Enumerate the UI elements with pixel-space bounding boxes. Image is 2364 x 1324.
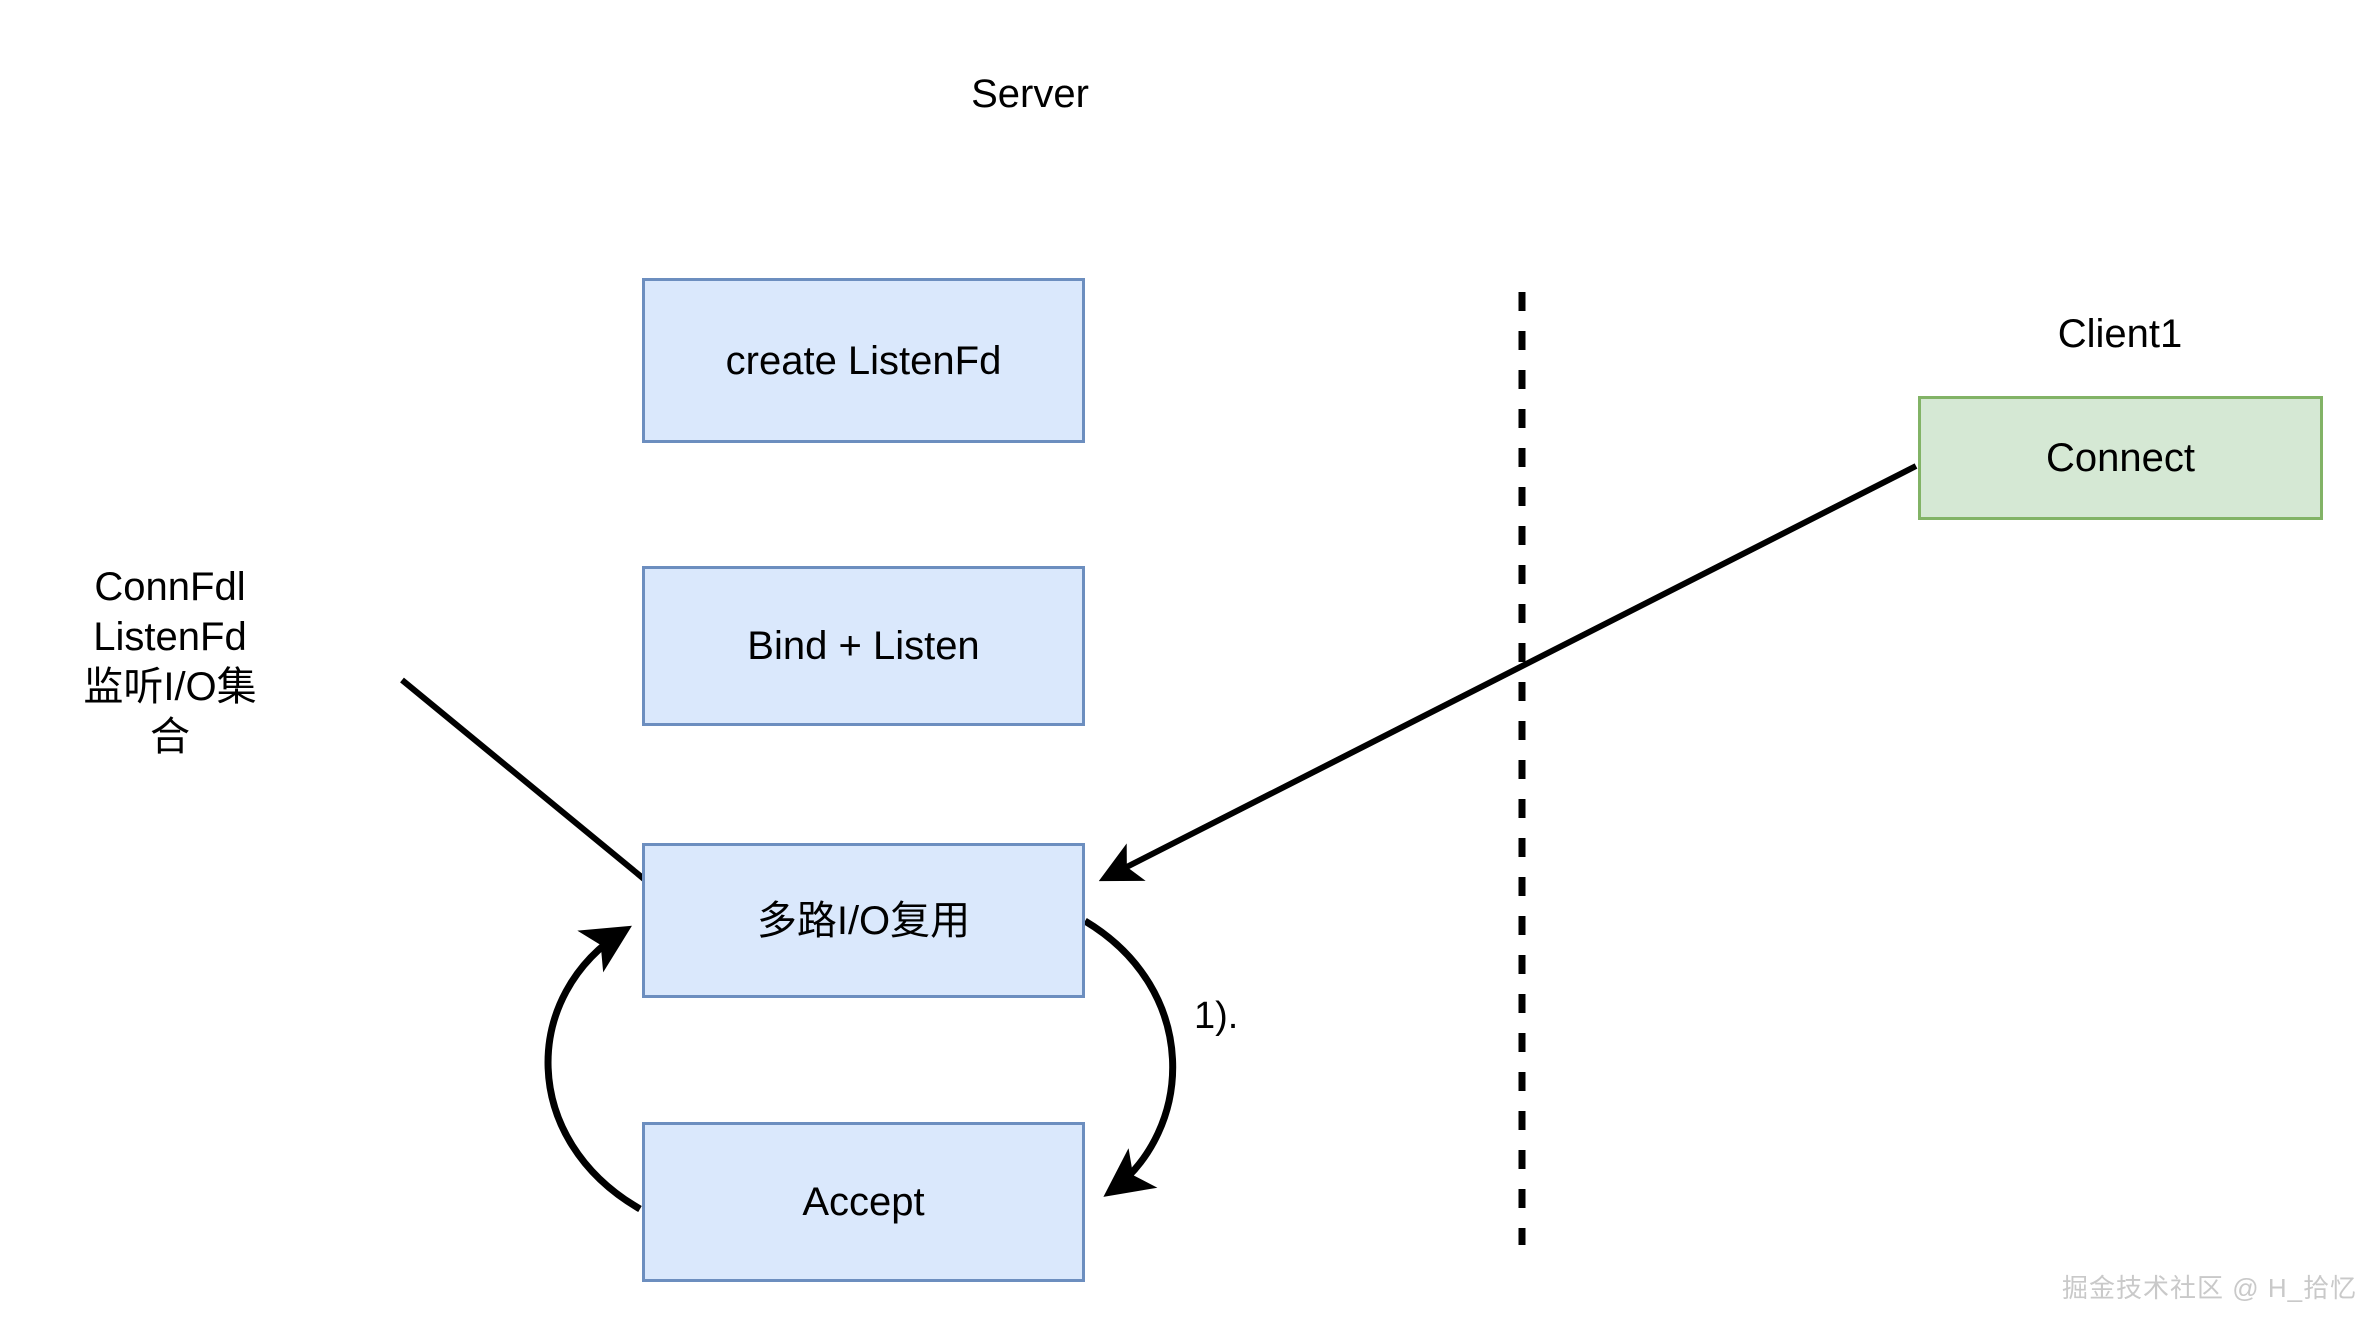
node-label-io-multiplex: 多路I/O复用 — [756, 898, 971, 943]
lane-title-server: Server — [971, 72, 1089, 116]
annotation-fd-set-note: ConnFdl ListenFd 监听I/O集 合 — [83, 565, 257, 759]
watermark: 掘金技术社区 @ H_拾忆 — [2062, 1273, 2358, 1303]
node-label-bind-listen: Bind + Listen — [747, 624, 980, 668]
edge-note-to-io-multiplex — [400, 677, 646, 882]
lane-title-client1: Client1 — [2057, 312, 2183, 356]
node-io-multiplex[interactable]: 多路I/O复用 — [642, 843, 1085, 998]
edge-label-step-1: 1). — [1194, 995, 1239, 1037]
node-label-connect: Connect — [2046, 436, 2195, 480]
node-accept[interactable]: Accept — [642, 1122, 1085, 1282]
edge-accept-to-io-multiplex — [544, 925, 642, 1213]
node-bind-listen[interactable]: Bind + Listen — [642, 566, 1085, 726]
node-connect[interactable]: Connect — [1918, 396, 2323, 520]
edge-connect-to-io-multiplex — [1098, 463, 1918, 882]
edge-io-multiplex-to-accept — [1083, 918, 1177, 1197]
node-create-listenfd[interactable]: create ListenFd — [642, 278, 1085, 443]
node-label-accept: Accept — [802, 1180, 925, 1224]
node-label-create-listenfd: create ListenFd — [725, 338, 1002, 383]
